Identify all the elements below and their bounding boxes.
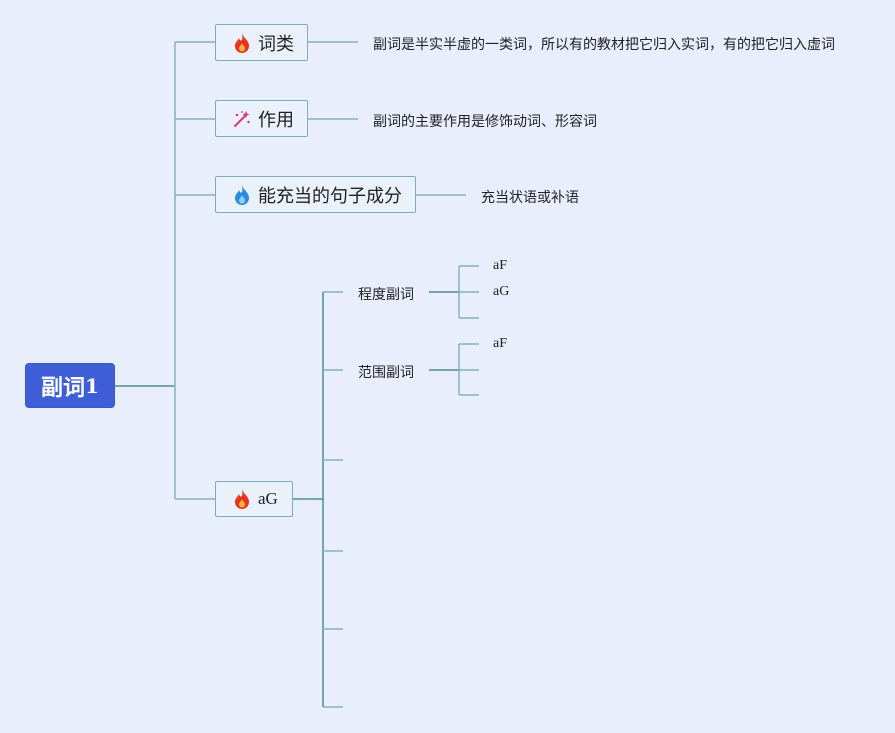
leaf-item[interactable]: aF bbox=[493, 258, 507, 273]
topic-label: 作用 bbox=[258, 109, 294, 131]
subtopic-scope-adverb[interactable]: 范围副词 bbox=[358, 365, 414, 381]
root-label-number: 1 bbox=[85, 373, 99, 398]
topic-ag[interactable]: aG bbox=[215, 481, 293, 517]
note-cilei[interactable]: 副词是半实半虚的一类词，所以有的教材把它归入实词，有的把它归入虚词 bbox=[373, 37, 835, 53]
topic-cilei[interactable]: 词类 bbox=[215, 24, 308, 61]
leaf-item[interactable]: aF bbox=[493, 336, 507, 351]
root-label: 副词 bbox=[41, 375, 86, 401]
note-sentence-role[interactable]: 充当状语或补语 bbox=[481, 190, 579, 206]
leaf-item[interactable]: aG bbox=[493, 284, 510, 299]
topic-label: aG bbox=[258, 489, 278, 508]
magic-wand-icon bbox=[232, 108, 252, 130]
fire-icon bbox=[232, 32, 252, 54]
fire-icon bbox=[232, 184, 252, 206]
topic-zuoyong[interactable]: 作用 bbox=[215, 100, 308, 137]
subtopic-degree-adverb[interactable]: 程度副词 bbox=[358, 287, 414, 303]
fire-icon bbox=[232, 488, 252, 510]
topic-sentence-role[interactable]: 能充当的句子成分 bbox=[215, 176, 416, 213]
note-zuoyong[interactable]: 副词的主要作用是修饰动词、形容词 bbox=[373, 114, 597, 130]
topic-label: 词类 bbox=[258, 33, 294, 55]
topic-label: 能充当的句子成分 bbox=[258, 185, 402, 207]
